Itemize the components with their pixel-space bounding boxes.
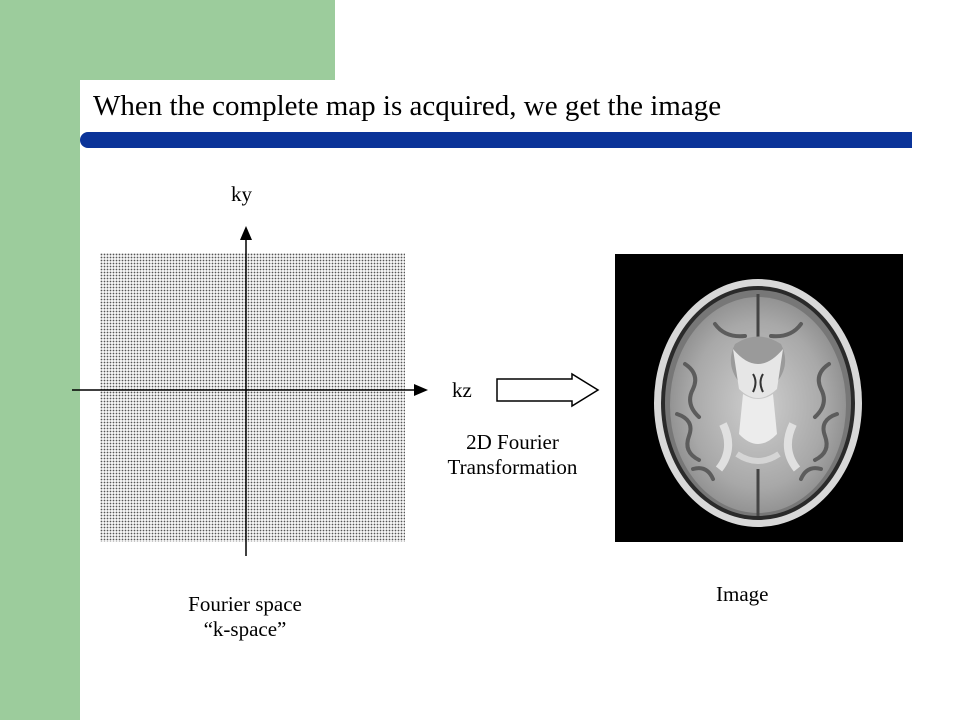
- ky-axis-arrowhead: [240, 226, 252, 240]
- green-top-decoration: [80, 0, 335, 80]
- k-space-caption-line1: Fourier space: [188, 592, 302, 616]
- image-caption: Image: [716, 582, 769, 606]
- k-space-grid: [100, 253, 405, 542]
- brain-mri-illustration: [654, 279, 862, 527]
- transform-label: 2D Fourier Transformation: [420, 430, 605, 480]
- kz-axis-arrowhead: [414, 384, 428, 396]
- slide-title: When the complete map is acquired, we ge…: [93, 90, 722, 122]
- k-space-caption: Fourier space “k-space”: [145, 592, 345, 642]
- transform-label-line1: 2D Fourier: [466, 430, 559, 454]
- kz-axis-label: kz: [452, 378, 472, 402]
- green-side-decoration: [0, 0, 80, 720]
- title-underline-bar: [80, 132, 912, 148]
- transform-label-line2: Transformation: [447, 455, 578, 479]
- brain-mri-image: [615, 254, 903, 542]
- k-space-caption-line2: “k-space”: [203, 617, 287, 641]
- ky-axis-label: ky: [231, 182, 252, 206]
- transform-arrow-icon: [496, 372, 600, 408]
